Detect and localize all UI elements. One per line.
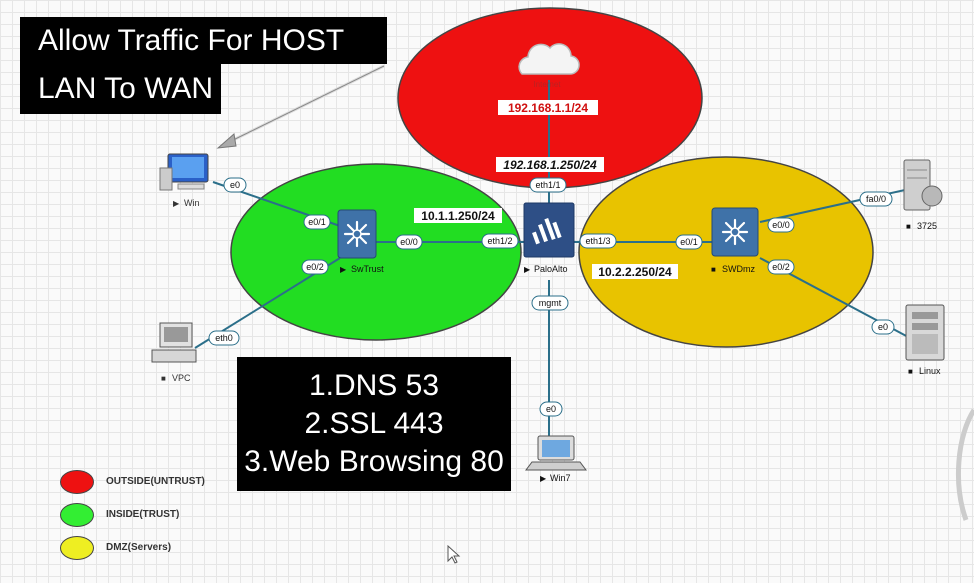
port-pa-mgmt: mgmt <box>531 295 569 311</box>
vpc-stop-icon: ■ <box>161 374 166 383</box>
port-dmz-e01: e0/1 <box>675 234 703 250</box>
ip-dmz-tag: 10.2.2.250/24 <box>592 264 678 279</box>
svg-text:e0/2: e0/2 <box>306 262 324 272</box>
svg-text:10.1.1.250/24: 10.1.1.250/24 <box>421 209 495 223</box>
svg-text:eth1/3: eth1/3 <box>585 236 610 246</box>
svg-text:10.2.2.250/24: 10.2.2.250/24 <box>598 265 672 279</box>
ip-inside-tag: 10.1.1.250/24 <box>414 208 502 223</box>
title-banner-line1: Allow Traffic For HOST PC <box>20 17 387 104</box>
port-dmz-e00: e0/0 <box>767 217 795 233</box>
swtrust-switch-icon[interactable] <box>337 209 377 259</box>
port-sw-e00: e0/0 <box>395 234 423 250</box>
legend-swatch-yellow <box>60 535 94 560</box>
vpc-icon[interactable] <box>151 322 197 363</box>
svg-text:e0/0: e0/0 <box>772 220 790 230</box>
ip-internet-tag: 192.168.1.1/24 <box>498 100 598 115</box>
svg-text:e0/1: e0/1 <box>308 217 326 227</box>
node-label-win: Win <box>184 198 200 208</box>
ip-outside-tag: 192.168.1.250/24 <box>496 157 604 172</box>
win7-play-icon: ▶ <box>540 474 547 483</box>
router-3725-icon[interactable] <box>903 159 943 211</box>
port-pa-eth11: eth1/1 <box>529 177 567 193</box>
legend-label: OUTSIDE(UNTRUST) <box>106 476 205 487</box>
linux-stop-icon: ■ <box>908 367 913 376</box>
port-pa-eth13: eth1/3 <box>579 233 617 249</box>
svg-text:mgmt: mgmt <box>539 298 562 308</box>
node-label-swtrust: SwTrust <box>351 264 384 274</box>
edge-arc <box>955 408 974 521</box>
svg-text:192.168.1.1/24: 192.168.1.1/24 <box>508 101 588 115</box>
rules-box: 1.DNS 53 2.SSL 443 3.Web Browsing 80 <box>237 357 511 491</box>
port-pa-eth12: eth1/2 <box>481 233 519 249</box>
node-label-paloalto: PaloAlto <box>534 264 568 274</box>
port-dmz-e02: e0/2 <box>767 259 795 275</box>
svg-text:fa0/0: fa0/0 <box>866 194 886 204</box>
win7-laptop-icon[interactable] <box>525 435 587 471</box>
legend-swatch-green <box>60 502 94 527</box>
port-vpc-eth0: eth0 <box>208 330 240 346</box>
router-stop-icon: ■ <box>906 222 911 231</box>
swdmz-switch-icon[interactable] <box>711 207 759 257</box>
svg-text:eth1/1: eth1/1 <box>535 180 560 190</box>
cloud-label: Internet <box>533 80 561 89</box>
node-label-swdmz: SWDmz <box>722 264 755 274</box>
svg-text:e0: e0 <box>878 322 888 332</box>
svg-text:e0: e0 <box>546 404 556 414</box>
svg-text:192.168.1.250/24: 192.168.1.250/24 <box>503 158 597 172</box>
svg-text:e0/0: e0/0 <box>400 237 418 247</box>
node-label-vpc: VPC <box>172 373 191 383</box>
port-linux-e0: e0 <box>871 319 895 335</box>
title-banner-line2: LAN To WAN <box>20 64 221 114</box>
legend-item-dmz: DMZ(Servers) <box>60 531 205 564</box>
svg-text:eth1/2: eth1/2 <box>487 236 512 246</box>
paloalto-play-icon: ▶ <box>524 265 531 274</box>
legend-label: DMZ(Servers) <box>106 542 172 553</box>
paloalto-firewall-icon[interactable] <box>523 202 575 258</box>
win-play-icon: ▶ <box>173 199 180 208</box>
pointer-arrow <box>216 64 385 149</box>
port-win-e0: e0 <box>223 177 247 193</box>
mouse-cursor-icon <box>447 545 461 564</box>
legend: OUTSIDE(UNTRUST) INSIDE(TRUST) DMZ(Serve… <box>60 465 205 564</box>
win-pc-icon[interactable] <box>159 153 209 191</box>
port-win7-e0: e0 <box>539 401 563 417</box>
port-router-fa00: fa0/0 <box>859 191 893 207</box>
legend-label: INSIDE(TRUST) <box>106 509 180 520</box>
node-label-3725: 3725 <box>917 221 937 231</box>
svg-text:e0/1: e0/1 <box>680 237 698 247</box>
port-sw-e02: e0/2 <box>301 259 329 275</box>
legend-swatch-red <box>60 469 94 494</box>
svg-text:eth0: eth0 <box>215 333 233 343</box>
rule-item: 2.SSL 443 <box>304 407 444 440</box>
svg-text:e0: e0 <box>230 180 240 190</box>
cloud-icon <box>518 43 580 75</box>
svg-text:e0/2: e0/2 <box>772 262 790 272</box>
rule-item: 1.DNS 53 <box>308 369 440 402</box>
legend-item-inside: INSIDE(TRUST) <box>60 498 205 531</box>
linux-server-icon[interactable] <box>905 304 945 361</box>
swtrust-play-icon: ▶ <box>340 265 347 274</box>
rule-item: 3.Web Browsing 80 <box>244 445 504 478</box>
node-label-win7: Win7 <box>550 473 571 483</box>
legend-item-outside: OUTSIDE(UNTRUST) <box>60 465 205 498</box>
swdmz-stop-icon: ■ <box>711 265 716 274</box>
port-sw-e01: e0/1 <box>303 214 331 230</box>
node-label-linux: Linux <box>919 366 941 376</box>
